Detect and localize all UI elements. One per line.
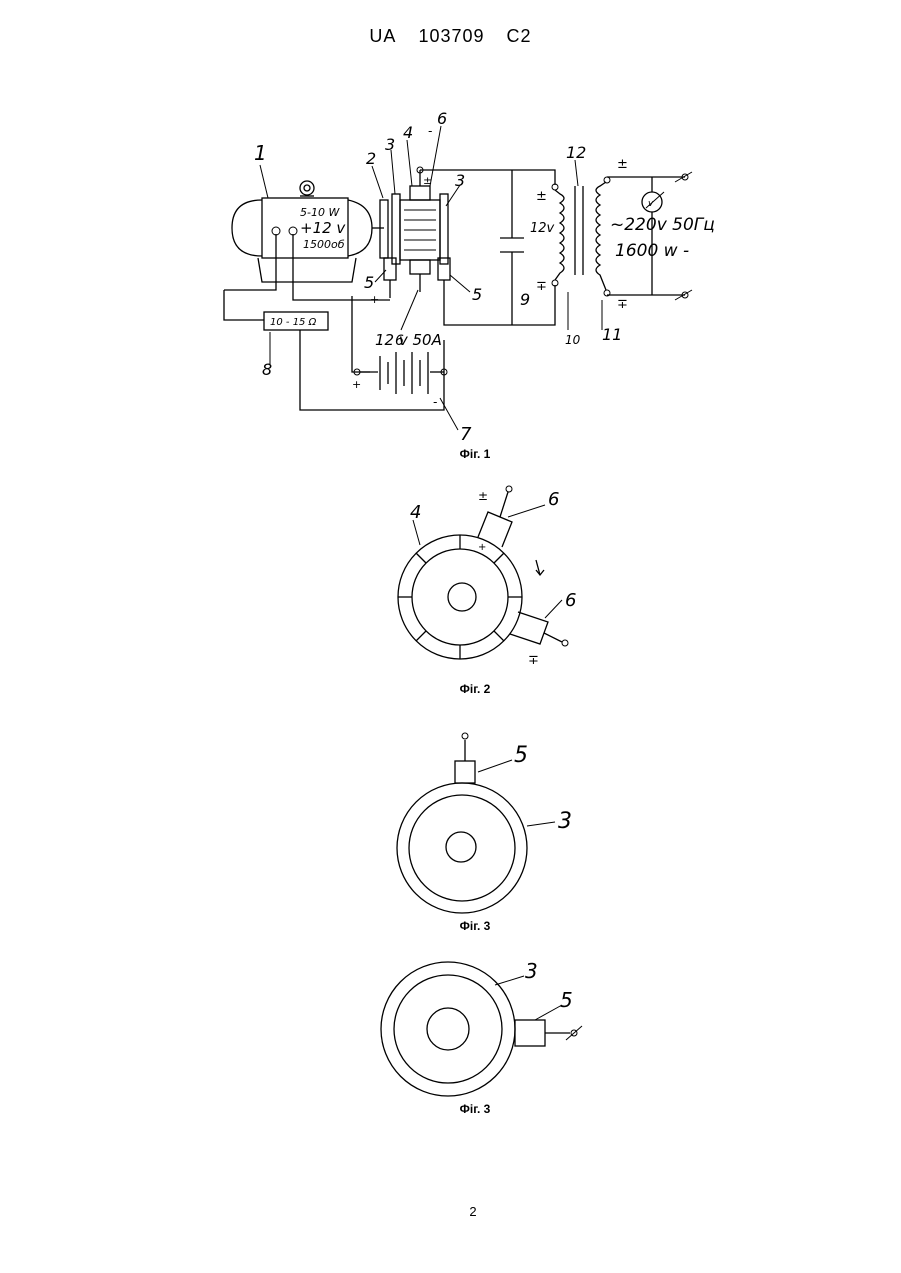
fig3a-label-5: 5: [514, 743, 528, 768]
fig1-circuit: 1 2 3 4 6 3 5 5 6 8 7 9 10 11 12 5-10 W …: [224, 109, 715, 445]
fig3b-caption: Фіг. 3: [0, 1102, 901, 1116]
label-3a: 3: [385, 135, 395, 154]
label-1: 1: [254, 141, 267, 165]
fig2-caption: Фіг. 2: [0, 682, 901, 696]
coil-voltage: 12v: [530, 221, 555, 236]
page-number: 2: [0, 1204, 901, 1219]
sign-pm-3: ±: [423, 174, 432, 187]
output-power: 1600 w -: [615, 241, 689, 261]
label-10: 10: [565, 333, 581, 347]
fig2-label-6b: 6: [565, 590, 576, 611]
resistor-value: 10 - 15 Ω: [270, 317, 317, 328]
sign-mp-2: ∓: [617, 297, 628, 312]
sign-plus-1: +: [370, 293, 379, 306]
motor-power: 5-10 W: [300, 206, 340, 219]
fig3a-label-3: 3: [558, 809, 572, 834]
fig3b-slip-ring: 3 5: [381, 959, 582, 1096]
fig3a-caption: Фіг. 3: [0, 919, 901, 933]
fig2-commutator: 4 6 6 ± ∓ +: [398, 486, 576, 668]
output-voltage: ~220v 50Гц: [610, 215, 715, 235]
motor-voltage: +12 v: [300, 219, 346, 237]
sign-minus-1: -: [428, 124, 432, 138]
fig2-sign-mp: ∓: [528, 653, 539, 668]
fig2-label-6a: 6: [548, 489, 559, 510]
label-11: 11: [602, 325, 622, 344]
label-2: 2: [366, 149, 376, 168]
label-4: 4: [403, 123, 413, 142]
voltmeter-symbol: v: [648, 199, 654, 209]
generator: [380, 167, 450, 298]
label-8: 8: [262, 360, 272, 379]
label-7: 7: [460, 424, 472, 445]
segment-gaps: [398, 535, 522, 659]
fig2-sign-plus: +: [478, 542, 486, 553]
fig1-caption: Фіг. 1: [0, 447, 901, 461]
fig2-sign-pm: ±: [478, 489, 488, 503]
label-3b: 3: [455, 171, 465, 190]
label-12: 12: [566, 143, 586, 162]
label-5b: 5: [472, 285, 482, 304]
fig1-leaders: [260, 126, 578, 430]
battery-rating: 12 v 50A: [375, 331, 442, 349]
sign-pm-2: ±: [617, 157, 628, 172]
fig3b-label-3: 3: [525, 959, 538, 983]
sign-pm-1: ±: [536, 189, 547, 204]
fig2-label-4: 4: [410, 502, 421, 523]
battery: [360, 352, 444, 394]
sign-minus-2: -: [433, 395, 437, 409]
sign-mp-1: ∓: [536, 279, 547, 294]
fig3a-slip-ring: 5 3: [397, 733, 572, 913]
fig3b-label-5: 5: [560, 988, 573, 1012]
sign-plus-2: +: [352, 378, 361, 391]
motor-rpm: 1500об: [303, 238, 345, 251]
label-9: 9: [520, 290, 530, 309]
label-5a: 5: [364, 273, 374, 292]
label-6a: 6: [437, 109, 447, 128]
